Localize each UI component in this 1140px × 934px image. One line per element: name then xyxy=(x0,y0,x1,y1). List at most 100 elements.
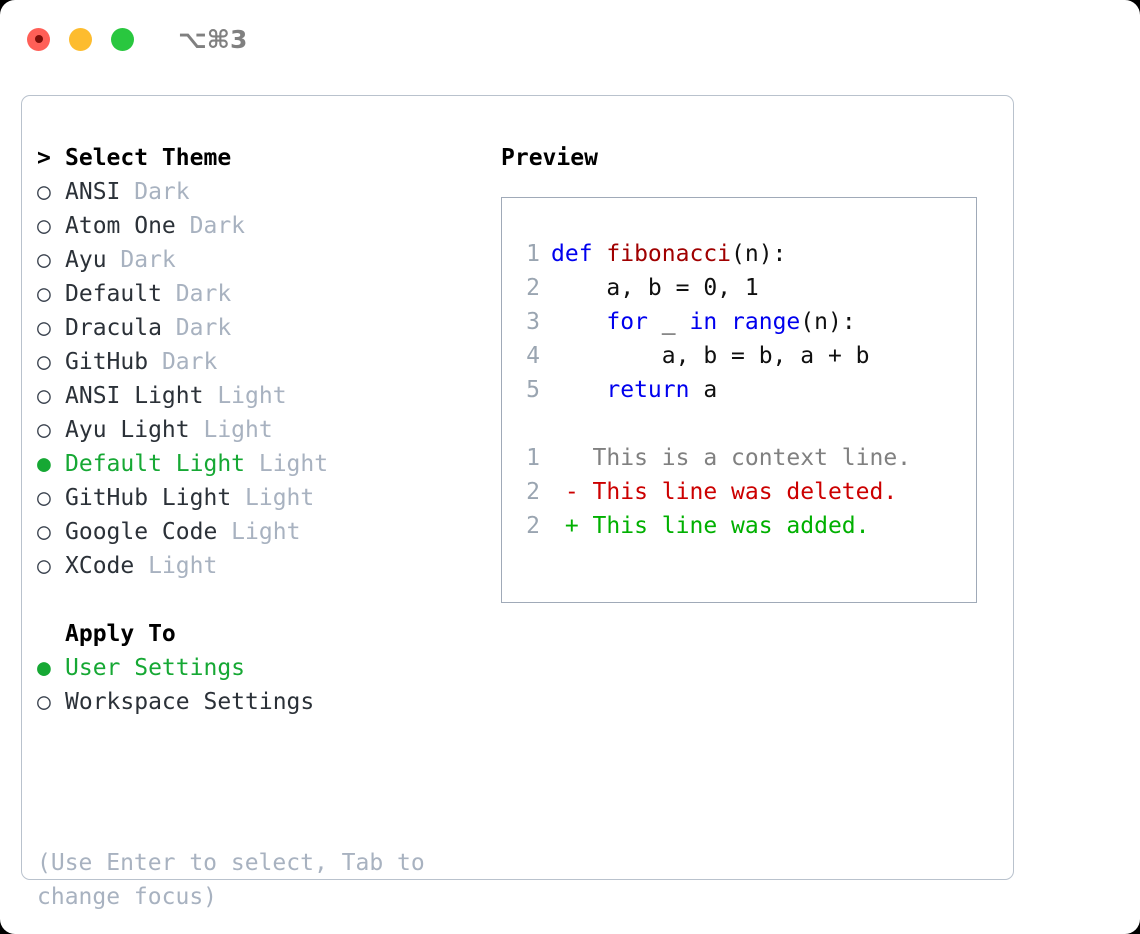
apply-to-option-label: User Settings xyxy=(65,655,246,681)
theme-option-default[interactable]: ○ Default Dark xyxy=(37,277,477,311)
radio-unselected-icon: ○ xyxy=(37,281,51,307)
radio-unselected-icon: ○ xyxy=(37,519,51,545)
preview-title-label: Preview xyxy=(501,145,598,171)
theme-option-default-light[interactable]: ● Default Light Light xyxy=(37,447,477,481)
minimize-window-icon[interactable] xyxy=(69,27,92,51)
radio-unselected-icon: ○ xyxy=(37,247,51,273)
focus-caret-icon: > xyxy=(37,145,51,171)
radio-unselected-icon: ○ xyxy=(37,553,51,579)
diff-line: 1 This is a context line. xyxy=(515,441,911,475)
code-line-text: a, b = b, a + b xyxy=(551,343,870,369)
radio-unselected-icon: ○ xyxy=(37,417,51,443)
radio-unselected-icon: ○ xyxy=(37,315,51,341)
theme-option-label: GitHub Light xyxy=(65,485,232,511)
theme-option-ayu[interactable]: ○ Ayu Dark xyxy=(37,243,477,277)
theme-option-label: Default xyxy=(65,281,162,307)
radio-unselected-icon: ○ xyxy=(37,179,51,205)
maximize-window-icon[interactable] xyxy=(111,27,134,51)
theme-option-variant-label: Dark xyxy=(175,213,246,239)
diff-line-text: - This line was deleted. xyxy=(551,479,897,505)
apply-to-option-list: ● User Settings ○ Workspace Settings xyxy=(37,651,477,719)
theme-option-label: Default Light xyxy=(65,451,246,477)
token-pl: _ xyxy=(647,309,690,335)
token-kw: def xyxy=(551,241,607,267)
theme-option-variant-label: Dark xyxy=(106,247,176,273)
theme-option-label: Google Code xyxy=(65,519,218,545)
token-pl xyxy=(551,377,606,403)
theme-option-github-light[interactable]: ○GitHub Light Light xyxy=(37,481,477,515)
theme-option-variant-label: Dark xyxy=(120,179,190,205)
apply-to-marker-placeholder xyxy=(37,617,65,651)
theme-option-label: Atom One xyxy=(65,213,176,239)
line-number: 2 xyxy=(526,275,540,301)
token-pl: a xyxy=(689,377,718,403)
apply-to-title-label: Apply To xyxy=(65,621,176,647)
radio-selected-icon: ● xyxy=(37,451,51,477)
theme-option-variant-label: Light xyxy=(217,519,301,545)
diff-line: 2 - This line was deleted. xyxy=(515,475,911,509)
code-line: 1 def fibonacci(n): xyxy=(515,237,911,271)
line-number: 4 xyxy=(526,343,540,369)
token-fn: fibonacci xyxy=(606,241,732,267)
line-number: 2 xyxy=(526,513,540,539)
token-kw: for xyxy=(606,309,648,335)
keyboard-hint-text: (Use Enter to select, Tab to change focu… xyxy=(37,850,439,910)
apply-to-option-user-settings[interactable]: ● User Settings xyxy=(37,651,477,685)
window-controls xyxy=(27,27,134,51)
radio-unselected-icon: ○ xyxy=(37,383,51,409)
theme-option-variant-label: Dark xyxy=(148,349,218,375)
token-pl xyxy=(551,309,606,335)
token-pl: (n): xyxy=(800,309,856,335)
theme-option-ayu-light[interactable]: ○Ayu Light Light xyxy=(37,413,477,447)
theme-option-label: ANSI xyxy=(65,179,121,205)
apply-to-option-workspace-settings[interactable]: ○ Workspace Settings xyxy=(37,685,477,719)
theme-option-variant-label: Light xyxy=(245,451,329,477)
code-line: 2 a, b = 0, 1 xyxy=(515,271,911,305)
radio-unselected-icon: ○ xyxy=(37,689,51,715)
apply-to-option-label: Workspace Settings xyxy=(65,689,315,715)
theme-option-dracula[interactable]: ○Dracula Dark xyxy=(37,311,477,345)
theme-option-xcode[interactable]: ○ XCode Light xyxy=(37,549,477,583)
select-theme-header: >Select Theme xyxy=(37,141,477,175)
token-del: - This line was deleted. xyxy=(551,479,898,505)
theme-option-github[interactable]: ○ GitHub Dark xyxy=(37,345,477,379)
radio-selected-icon: ● xyxy=(37,655,51,681)
diff-line-text: This is a context line. xyxy=(551,445,912,471)
code-line-text: return a xyxy=(551,377,717,403)
token-kw: range xyxy=(731,309,801,335)
title-bar: ⌥⌘3 xyxy=(0,0,1140,78)
line-number: 3 xyxy=(526,309,540,335)
theme-list-column: >Select Theme ○ANSI Dark○Atom One Dark○A… xyxy=(37,141,477,719)
theme-option-variant-label: Dark xyxy=(161,281,232,307)
theme-option-label: GitHub xyxy=(65,349,149,375)
theme-option-variant-label: Light xyxy=(203,383,287,409)
token-kw: return xyxy=(606,377,690,403)
theme-option-ansi[interactable]: ○ ANSI Dark xyxy=(37,175,477,209)
code-line: 4 a, b = b, a + b xyxy=(515,339,911,373)
theme-option-label: XCode xyxy=(65,553,135,579)
code-line: 3 for _ in range(n): xyxy=(515,305,911,339)
code-line: 5 return a xyxy=(515,373,911,407)
theme-option-atom-one[interactable]: ○ Atom One Dark xyxy=(37,209,477,243)
code-line-text: for _ in range(n): xyxy=(551,309,856,335)
code-line-text: a, b = 0, 1 xyxy=(551,275,759,301)
radio-unselected-icon: ○ xyxy=(37,485,51,511)
line-number: 1 xyxy=(526,241,540,267)
radio-unselected-icon: ○ xyxy=(37,213,51,239)
radio-unselected-icon: ○ xyxy=(37,349,51,375)
code-line-text: def fibonacci(n): xyxy=(551,241,786,267)
token-pl: a, b = 0, 1 xyxy=(551,275,759,301)
theme-option-google-code[interactable]: ○ Google Code Light xyxy=(37,515,477,549)
close-window-icon[interactable] xyxy=(27,27,50,51)
token-ctx: This is a context line. xyxy=(551,445,912,471)
theme-option-variant-label: Light xyxy=(134,553,218,579)
diff-line: 2 + This line was added. xyxy=(515,509,911,543)
theme-selector-panel: >Select Theme ○ANSI Dark○Atom One Dark○A… xyxy=(21,95,1014,910)
theme-option-label: Dracula xyxy=(65,315,162,341)
theme-option-label: Ayu xyxy=(65,247,107,273)
theme-option-ansi-light[interactable]: ○ANSI Light Light xyxy=(37,379,477,413)
